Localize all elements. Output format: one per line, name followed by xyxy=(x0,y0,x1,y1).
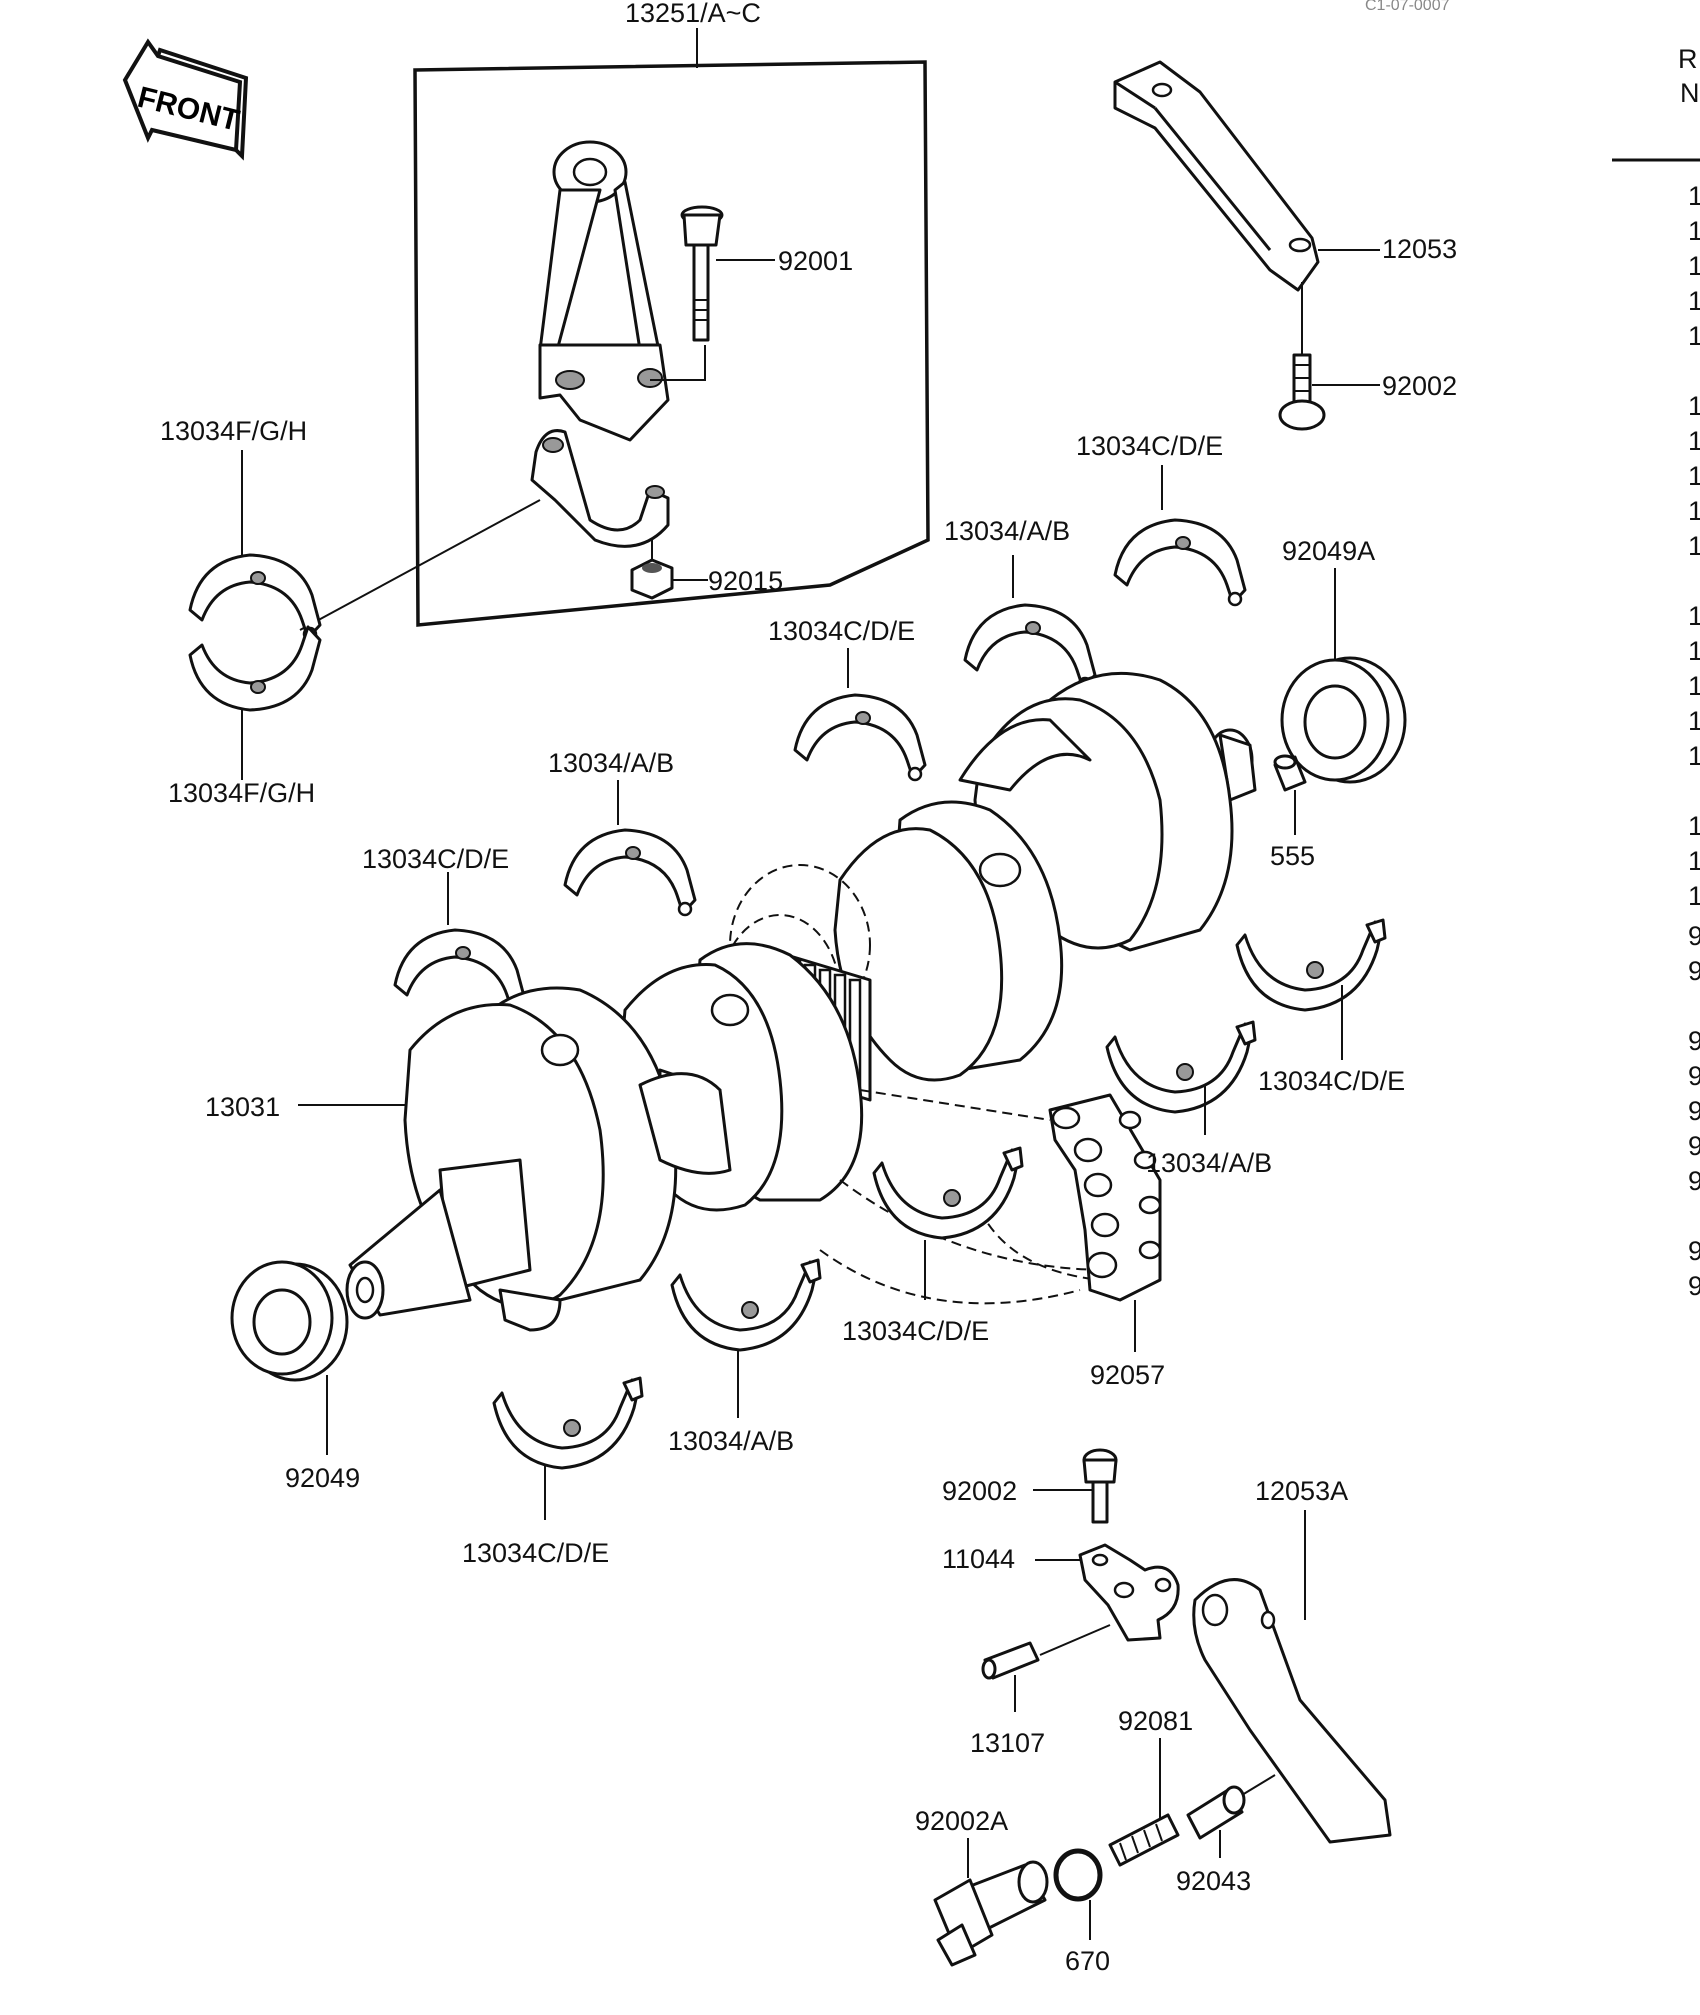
bolt-top xyxy=(1278,353,1326,431)
ref-column-digit: 1 xyxy=(1688,251,1700,281)
callout-con-rod-bolt: 92001 xyxy=(778,246,853,276)
oil-seal-right xyxy=(1280,656,1407,784)
ref-column-digit: 1 xyxy=(1688,706,1700,736)
bearing-fgh-top xyxy=(188,553,322,642)
callout-bearing-ab-2: 13034/A/B xyxy=(548,748,674,778)
ref-column-digit: 9 xyxy=(1688,1026,1700,1056)
ref-column-digit: 9 xyxy=(1688,1166,1700,1196)
ref-column-digit: 1 xyxy=(1688,846,1700,876)
ref-column-digit: 9 xyxy=(1688,1061,1700,1091)
ref-column-digit: 1 xyxy=(1688,391,1700,421)
callout-bolt-top: 92002 xyxy=(1382,371,1457,401)
callout-con-rod-nut: 92015 xyxy=(708,566,783,596)
callout-bearing-cde-3: 13034C/D/E xyxy=(362,844,509,874)
bearing-ab-3 xyxy=(1105,1020,1257,1114)
dowel-pin-555 xyxy=(1273,754,1307,792)
ref-no-column: R N 1 1 1 1 1 1 1 1 1 1 1 1 1 1 1 1 1 1 9 9 9 9 9 9 9 9 9 xyxy=(1612,44,1700,1301)
ref-no-header-n: N xyxy=(1680,78,1700,108)
callout-bearing-ab-1: 13034/A/B xyxy=(944,516,1070,546)
ref-column-digit: 9 xyxy=(1688,1236,1700,1266)
callout-bearing-cde-4: 13034C/D/E xyxy=(1258,1066,1405,1096)
ref-column-digit: 9 xyxy=(1688,921,1700,951)
ref-column-digit: 1 xyxy=(1688,181,1700,211)
callout-bearing-cde-6: 13034C/D/E xyxy=(462,1538,609,1568)
ref-no-header-r: R xyxy=(1678,44,1698,74)
ref-column-digit: 1 xyxy=(1688,286,1700,316)
callout-bearing-cde-2: 13034C/D/E xyxy=(768,616,915,646)
ref-column-digit: 1 xyxy=(1688,601,1700,631)
callout-oil-seal-right: 92049A xyxy=(1282,536,1375,566)
callout-tensioner-bracket: 11044 xyxy=(942,1544,1015,1574)
callout-bearing-ab-3: 13034/A/B xyxy=(1146,1148,1272,1178)
chain-guide-top xyxy=(1113,60,1320,292)
plunger-92043 xyxy=(1186,1785,1246,1840)
con-rod-nut xyxy=(630,558,674,600)
crankshaft xyxy=(345,671,1257,1332)
callout-bearing-cde-5: 13034C/D/E xyxy=(842,1316,989,1346)
callout-oil-seal-left: 92049 xyxy=(285,1463,360,1493)
ref-column-digit: 1 xyxy=(1688,216,1700,246)
bearing-cde-5 xyxy=(872,1146,1024,1240)
bearing-ab-4 xyxy=(670,1258,822,1352)
callout-chain: 92057 xyxy=(1090,1360,1165,1390)
callout-bearing-ab-4: 13034/A/B xyxy=(668,1426,794,1456)
con-rod-bolt xyxy=(680,205,724,342)
con-rod-assy-box xyxy=(413,60,930,627)
callout-bearing-cde-1: 13034C/D/E xyxy=(1076,431,1223,461)
callout-plunger: 92043 xyxy=(1176,1866,1251,1896)
bearing-cde-4 xyxy=(1235,918,1387,1012)
bearing-cde-1 xyxy=(1113,518,1247,607)
bearing-ab-2 xyxy=(563,828,697,917)
callout-o-ring: 670 xyxy=(1065,1946,1110,1976)
ref-column-digit: 1 xyxy=(1688,461,1700,491)
ref-column-digit: 1 xyxy=(1688,496,1700,526)
ref-column-digit: 1 xyxy=(1688,881,1700,911)
callout-pin-555: 555 xyxy=(1270,841,1315,871)
callout-crankshaft: 13031 xyxy=(205,1092,280,1122)
ref-column-digit: 9 xyxy=(1688,956,1700,986)
callout-guide-lower: 12053A xyxy=(1255,1476,1348,1506)
spring-92081 xyxy=(1108,1813,1180,1867)
chain-guide-lower xyxy=(1192,1578,1392,1844)
bearing-cde-2 xyxy=(793,693,927,782)
callout-bearing-fgh-top: 13034F/G/H xyxy=(160,416,307,446)
ref-column-digit: 9 xyxy=(1688,1271,1700,1301)
callout-spring: 92081 xyxy=(1118,1706,1193,1736)
ref-column-digit: 1 xyxy=(1688,741,1700,771)
bolt-lower xyxy=(1082,1448,1118,1524)
ref-column-digit: 1 xyxy=(1688,811,1700,841)
ref-column-digit: 1 xyxy=(1688,321,1700,351)
tensioner-bolt-92002A xyxy=(933,1860,1049,1967)
ref-column-digit: 1 xyxy=(1688,531,1700,561)
pin-13107 xyxy=(981,1641,1040,1680)
callout-bearing-fgh-bottom: 13034F/G/H xyxy=(168,778,315,808)
oil-seal-left xyxy=(230,1260,349,1382)
diagram-code: C1-07-0007 xyxy=(1365,0,1450,14)
o-ring-670 xyxy=(1053,1848,1103,1902)
callout-con-rod-assy: 13251/A~C xyxy=(625,0,761,28)
ref-column-digit: 1 xyxy=(1688,636,1700,666)
bearing-ab-1 xyxy=(963,603,1097,692)
callout-tensioner-bolt: 92002A xyxy=(915,1806,1008,1836)
ref-column-digit: 1 xyxy=(1688,426,1700,456)
connecting-rod xyxy=(538,140,670,442)
ref-column-digit: 9 xyxy=(1688,1131,1700,1161)
cam-chain xyxy=(819,1089,1162,1305)
callout-pin-13107: 13107 xyxy=(970,1728,1045,1758)
callout-bolt-lower: 92002 xyxy=(942,1476,1017,1506)
ref-column-digit: 1 xyxy=(1688,671,1700,701)
ref-column-digit: 9 xyxy=(1688,1096,1700,1126)
bearing-fgh-bottom xyxy=(188,625,322,712)
front-arrow-icon: FRONT xyxy=(122,38,249,161)
con-rod-cap xyxy=(530,429,670,548)
bearing-cde-6 xyxy=(492,1376,644,1470)
callout-guide-top: 12053 xyxy=(1382,234,1457,264)
tensioner-bracket xyxy=(1078,1543,1180,1642)
